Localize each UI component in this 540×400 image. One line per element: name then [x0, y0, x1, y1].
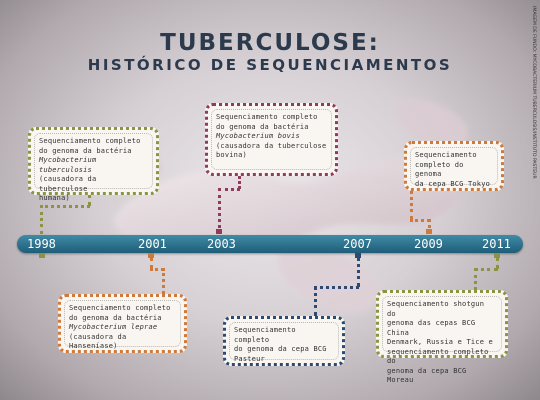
- marker-2007: [355, 253, 361, 258]
- connector-2007: [357, 257, 360, 287]
- year-2011: 2011: [482, 237, 511, 251]
- page-subtitle: HISTÓRICO DE SEQUENCIAMENTOS: [87, 56, 453, 74]
- year-2009: 2009: [414, 237, 443, 251]
- connector-2007-h: [314, 286, 359, 289]
- event-box-2007: Sequenciamento completo do genoma da cep…: [223, 316, 345, 366]
- connector-2009-v2: [428, 219, 431, 234]
- page-title: TUBERCULOSE:: [160, 30, 380, 56]
- connector-2003: [218, 188, 221, 234]
- connector-1998-v2: [88, 194, 91, 206]
- connector-2003-v2: [238, 176, 241, 189]
- connector-2001: [150, 257, 153, 269]
- marker-2009: [426, 229, 432, 234]
- year-2007: 2007: [343, 237, 372, 251]
- connector-1998: [40, 205, 43, 234]
- marker-1998: [39, 253, 45, 258]
- event-box-2001: Sequenciamento completo do genoma da bac…: [58, 294, 187, 353]
- timeline-bar: [17, 235, 523, 253]
- connector-1998-h: [40, 205, 90, 208]
- connector-2001-h: [150, 268, 164, 271]
- connector-2011-v2: [474, 268, 477, 290]
- event-box-1998: Sequenciamento completo do genoma da bac…: [28, 127, 159, 202]
- year-2001: 2001: [138, 237, 167, 251]
- event-box-2003: Sequenciamento completo do genoma da bac…: [205, 103, 338, 176]
- connector-2009: [410, 190, 413, 220]
- connector-2011: [496, 257, 499, 269]
- event-box-2009: Sequenciamento completo do genoma da cep…: [404, 141, 504, 191]
- connector-2001-v2: [162, 268, 165, 294]
- connector-2007-v2: [314, 286, 317, 316]
- marker-2011: [494, 253, 500, 258]
- marker-2003: [216, 229, 222, 234]
- connector-2009-h: [410, 219, 430, 222]
- event-box-2011: Sequenciamento shotgun do genoma das cep…: [376, 290, 508, 384]
- connector-2011-h: [474, 268, 498, 271]
- connector-2003-h: [218, 188, 240, 191]
- year-1998: 1998: [27, 237, 56, 251]
- marker-2001: [148, 253, 154, 258]
- year-2003: 2003: [207, 237, 236, 251]
- image-credit: IMAGEM DE FUNDO: MYCOBACTERIUM TUBERCULO…: [531, 6, 536, 179]
